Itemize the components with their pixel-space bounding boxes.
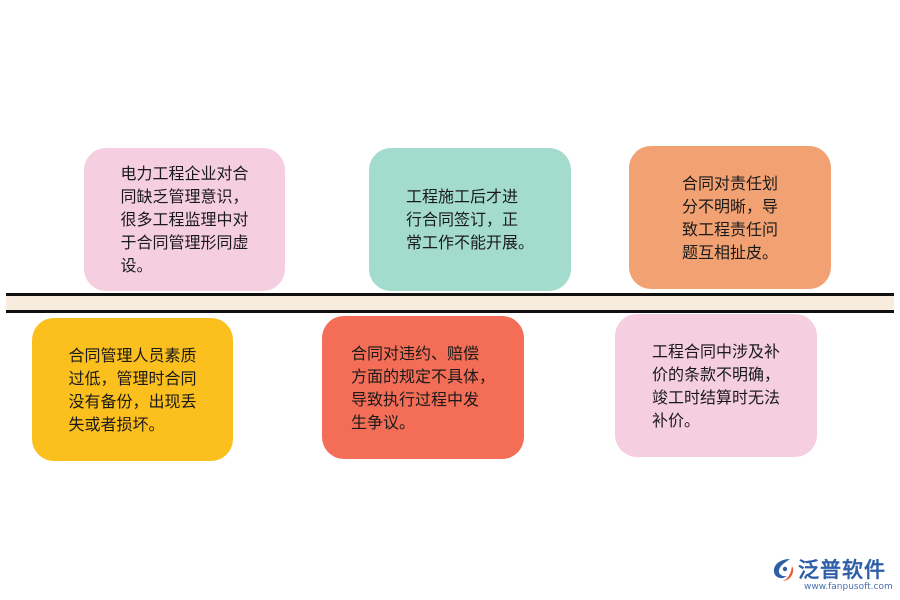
- issue-card-3: 合同对责任划 分不明晰，导 致工程责任问 题互相扯皮。: [629, 146, 831, 289]
- issue-card-5-text: 合同对违约、赔偿 方面的规定不具体， 导致执行过程中发 生争议。: [350, 343, 495, 432]
- logo-name: 泛普软件: [798, 558, 886, 582]
- issue-card-4-text: 合同管理人员素质 过低，管理时合同 没有备份，出现丢 失或者损坏。: [68, 345, 197, 434]
- issue-card-5: 合同对违约、赔偿 方面的规定不具体， 导致执行过程中发 生争议。: [322, 316, 524, 459]
- issue-card-1: 电力工程企业对合 同缺乏管理意识， 很多工程监理中对 于合同管理形同虚 设。: [84, 148, 285, 291]
- issue-card-6: 工程合同中涉及补 价的条款不明确， 竣工时结算时无法 补价。: [615, 314, 817, 457]
- issue-card-4: 合同管理人员素质 过低，管理时合同 没有备份，出现丢 失或者损坏。: [32, 318, 233, 461]
- logo-url: www.fanpusoft.com: [804, 582, 893, 592]
- timeline-band: [6, 296, 894, 310]
- issue-card-2: 工程施工后才进 行合同签订，正 常工作不能开展。: [369, 148, 571, 291]
- timeline-divider: [6, 293, 894, 313]
- issue-card-2-text: 工程施工后才进 行合同签订，正 常工作不能开展。: [405, 187, 534, 252]
- issue-card-1-text: 电力工程企业对合 同缺乏管理意识， 很多工程监理中对 于合同管理形同虚 设。: [120, 164, 249, 275]
- timeline-top-line: [6, 293, 894, 296]
- fanpu-logo-icon: [773, 559, 794, 581]
- issue-card-6-text: 工程合同中涉及补 价的条款不明确， 竣工时结算时无法 补价。: [651, 341, 780, 430]
- issue-card-3-text: 合同对责任划 分不明晰，导 致工程责任问 题互相扯皮。: [681, 173, 778, 262]
- fanpu-logo: 泛普软件 www.fanpusoft.com: [770, 554, 893, 594]
- timeline-bottom-line: [6, 310, 894, 313]
